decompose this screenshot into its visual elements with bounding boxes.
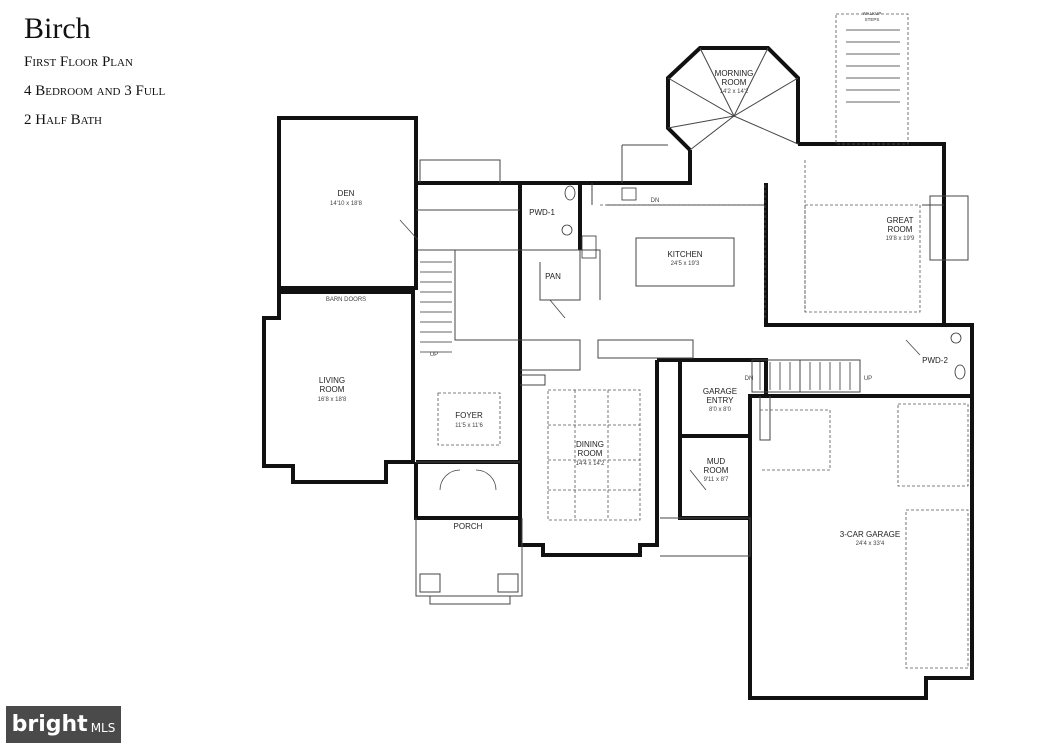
stair-up-marker: UP xyxy=(430,352,438,358)
logo-suffix: MLS xyxy=(90,720,116,735)
living-dimensions: 16'8 x 18'8 xyxy=(318,397,347,403)
pwd2-label: PWD-2 xyxy=(922,356,948,365)
logo-word: bright xyxy=(11,712,88,737)
great-dimensions: 19'8 x 19'9 xyxy=(886,236,915,242)
exterior-walls xyxy=(262,46,974,700)
living-label-2: ROOM xyxy=(320,385,345,394)
garage-walls xyxy=(748,394,974,700)
foyer-label: FOYER xyxy=(455,411,483,420)
pantry-label: PAN xyxy=(545,272,561,281)
plan-subtitle-floor: First Floor Plan xyxy=(24,54,133,70)
dining-label-2: ROOM xyxy=(578,449,603,458)
den-label: DEN xyxy=(338,189,355,198)
walkup-label-2: STEPS xyxy=(865,17,880,22)
morning-dimensions: 14'2 x 14'2 xyxy=(720,89,749,95)
plan-subtitle-baths: 2 Half Bath xyxy=(24,112,103,128)
garage-entry-dimensions: 8'0 x 8'0 xyxy=(709,407,732,413)
vestibule-walls xyxy=(414,462,522,520)
living-label-1: LIVING xyxy=(319,376,345,385)
stair-treads xyxy=(420,29,900,390)
title-block: Birch First Floor Plan 4 Bedroom and 3 F… xyxy=(24,10,264,135)
living-walls xyxy=(262,290,415,484)
dining-coffer xyxy=(547,389,641,521)
foyer-ceiling xyxy=(437,392,501,446)
kitchen-island xyxy=(635,237,735,287)
dashed-lines xyxy=(437,13,969,669)
dining-dimensions: 14'4 x 14'2 xyxy=(576,461,605,467)
dining-walls xyxy=(518,360,659,557)
pwd1-label: PWD-1 xyxy=(529,208,555,217)
foyer-walls xyxy=(416,181,522,464)
garage-stair-up-marker: UP xyxy=(864,376,872,382)
foyer-dimensions: 11'5 x 11'6 xyxy=(455,423,483,429)
garage-label: 3-CAR GARAGE xyxy=(840,530,900,539)
great-room-walls xyxy=(764,142,946,327)
fixtures xyxy=(561,185,966,380)
porch-label: PORCH xyxy=(454,522,483,531)
morning-label-1: MORNING xyxy=(715,69,754,78)
great-label-1: GREAT xyxy=(887,216,914,225)
den-walls xyxy=(277,116,418,290)
den-dimensions: 14'10 x 18'8 xyxy=(330,201,363,207)
mud-dimensions: 9'11 x 8'7 xyxy=(704,477,730,483)
dining-label-1: DINING xyxy=(576,440,604,449)
morning-label-2: ROOM xyxy=(722,78,747,87)
walkup-label-1: WALKUP xyxy=(863,11,882,16)
kitchen-dimensions: 24'5 x 19'3 xyxy=(671,261,700,267)
mud-label-2: ROOM xyxy=(704,466,729,475)
bright-mls-logo: bright MLS xyxy=(6,706,121,743)
great-label-2: ROOM xyxy=(888,225,913,234)
door-swings xyxy=(399,219,921,491)
barn-doors-label: BARN DOORS xyxy=(326,297,366,303)
walkup-steps xyxy=(835,13,909,145)
garage-dimensions: 24'4 x 33'4 xyxy=(856,541,885,547)
mud-label-1: MUD xyxy=(707,457,725,466)
garage-stair-down-marker: DN xyxy=(745,376,754,382)
plan-subtitle-bedrooms: 4 Bedroom and 3 Full xyxy=(24,83,166,99)
plan-title: Birch xyxy=(24,12,91,45)
kitchen-label: KITCHEN xyxy=(667,250,702,259)
garage-entry-label-1: GARAGE xyxy=(703,387,737,396)
morning-room-walls xyxy=(580,46,800,185)
garage-entry-label-2: ENTRY xyxy=(707,396,735,405)
kitchen-down-marker: DN xyxy=(651,198,660,204)
